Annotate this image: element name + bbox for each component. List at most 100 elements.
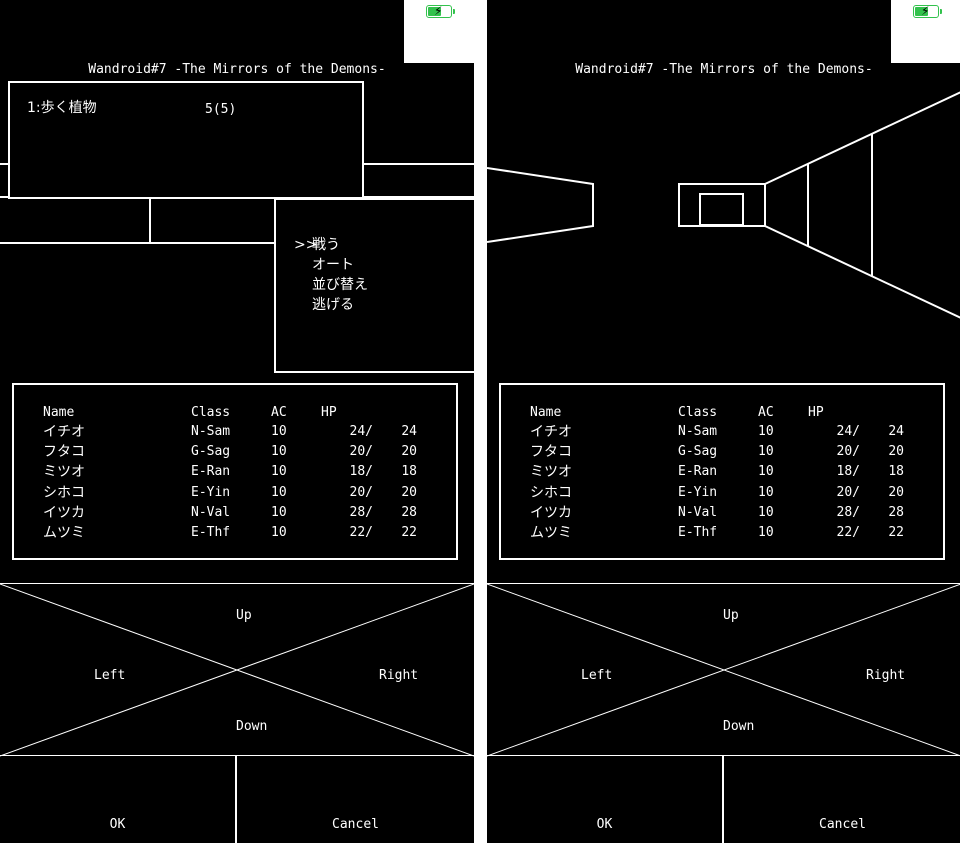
maze-wireframe — [487, 91, 960, 319]
header-hp: HP — [321, 405, 337, 420]
member-class: E-Thf — [191, 525, 231, 540]
action-buttons: OK Cancel — [0, 756, 474, 843]
member-hp: 24/ — [349, 424, 373, 439]
dpad-left[interactable]: Left — [94, 668, 126, 683]
battery-charging-icon: ⚡ — [913, 4, 942, 18]
member-ac: 10 — [271, 484, 287, 500]
dpad-right[interactable]: Right — [379, 668, 419, 683]
member-class: E-Yin — [191, 484, 231, 500]
game-title: Wandroid#7 -The Mirrors of the Demons- — [575, 62, 873, 77]
cancel-button[interactable]: Cancel — [237, 756, 474, 843]
member-name: シホコ — [43, 484, 85, 501]
member-name: フタコ — [43, 444, 85, 461]
member-name: イチオ — [43, 424, 85, 440]
maze-line — [362, 163, 474, 165]
member-class: N-Sam — [191, 424, 231, 439]
battery-charging-icon: ⚡ — [426, 4, 455, 18]
member-name: ミツオ — [43, 464, 85, 481]
member-class: N-Val — [191, 504, 231, 520]
battle-menu: >> 戦う オート 並び替え 逃げる — [274, 198, 474, 373]
member-ac: 10 — [758, 444, 774, 460]
party-member-row[interactable]: フタコ G-Sag 10 20/20 — [14, 442, 456, 462]
enemy-box: 1:歩く植物 5(5) — [8, 81, 364, 199]
ok-button[interactable]: OK — [0, 756, 237, 843]
action-buttons: OK Cancel — [487, 756, 960, 843]
member-maxhp: 20 — [401, 484, 417, 500]
dpad-up[interactable]: Up — [723, 608, 739, 623]
menu-item-reorder[interactable]: 並び替え — [312, 277, 368, 293]
member-maxhp: 22 — [888, 525, 904, 540]
maze-line — [0, 163, 10, 165]
member-ac: 10 — [271, 444, 287, 460]
cancel-label: Cancel — [332, 817, 379, 832]
enemy-count: 5(5) — [205, 102, 237, 117]
dpad[interactable]: Up Left Right Down — [0, 583, 474, 757]
member-ac: 10 — [758, 525, 774, 540]
dpad-up[interactable]: Up — [236, 608, 252, 623]
dpad-diagonals — [0, 584, 474, 757]
dpad[interactable]: Up Left Right Down — [487, 583, 960, 757]
member-maxhp: 18 — [888, 464, 904, 480]
status-bar: ⚡ — [404, 0, 474, 63]
member-hp: 28/ — [349, 504, 373, 520]
dpad-left[interactable]: Left — [581, 668, 613, 683]
member-maxhp: 22 — [401, 525, 417, 540]
member-hp: 18/ — [349, 464, 373, 480]
member-class: E-Ran — [678, 464, 718, 480]
ok-label: OK — [109, 817, 126, 832]
battle-screen: ⚡ Wandroid#7 -The Mirrors of the Demons-… — [0, 0, 474, 843]
party-member-row[interactable]: シホコ E-Yin 10 20/20 — [14, 483, 456, 503]
member-class: E-Ran — [191, 464, 231, 480]
cancel-button[interactable]: Cancel — [724, 756, 960, 843]
dpad-down[interactable]: Down — [723, 719, 755, 734]
header-class: Class — [191, 405, 231, 420]
maze-line — [362, 196, 474, 198]
member-maxhp: 28 — [888, 504, 904, 520]
member-class: N-Val — [678, 504, 718, 520]
member-hp: 20/ — [349, 444, 373, 460]
enemy-name: 1:歩く植物 — [27, 100, 97, 116]
member-class: G-Sag — [191, 444, 231, 460]
dpad-right[interactable]: Right — [866, 668, 906, 683]
ok-button[interactable]: OK — [487, 756, 724, 843]
member-name: シホコ — [530, 484, 572, 501]
header-name: Name — [530, 405, 562, 420]
menu-item-fight[interactable]: 戦う — [312, 237, 340, 253]
member-ac: 10 — [758, 464, 774, 480]
member-class: N-Sam — [678, 424, 718, 439]
member-class: E-Yin — [678, 484, 718, 500]
member-ac: 10 — [271, 525, 287, 540]
menu-item-flee[interactable]: 逃げる — [312, 297, 354, 313]
member-ac: 10 — [271, 464, 287, 480]
ok-label: OK — [596, 817, 613, 832]
menu-item-auto[interactable]: オート — [312, 257, 354, 273]
member-hp: 22/ — [349, 525, 373, 540]
maze-line — [0, 196, 10, 198]
member-name: イチオ — [530, 424, 572, 440]
member-name: イツカ — [43, 504, 85, 521]
dungeon-screen: ⚡ Wandroid#7 -The Mirrors of the Demons-… — [487, 0, 960, 843]
member-name: ムツミ — [530, 525, 572, 541]
header-ac: AC — [758, 405, 774, 420]
member-hp: 20/ — [349, 484, 373, 500]
member-maxhp: 20 — [401, 444, 417, 460]
dpad-down[interactable]: Down — [236, 719, 268, 734]
member-ac: 10 — [758, 424, 774, 439]
maze-line — [149, 198, 151, 244]
member-maxhp: 28 — [401, 504, 417, 520]
member-hp: 20/ — [836, 444, 860, 460]
maze-line — [0, 242, 276, 244]
